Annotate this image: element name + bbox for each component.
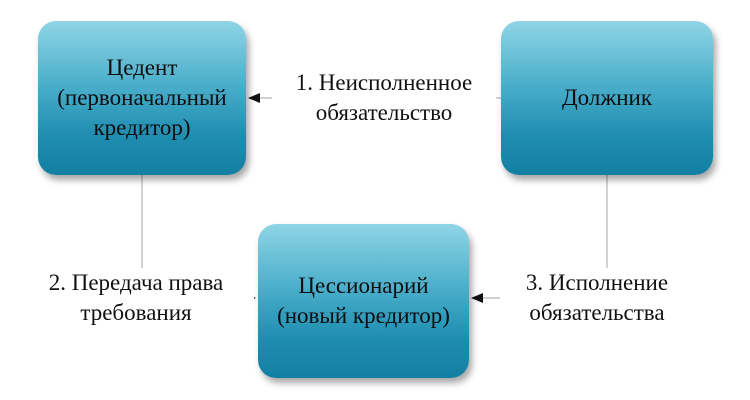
- node-debtor: Должник: [501, 21, 713, 175]
- node-cedent: Цедент (первоначальный кредитор): [38, 21, 246, 175]
- edge-label-transfer-of-claim: 2. Передача права требования: [18, 268, 254, 328]
- node-cessionary: Цессионарий (новый кредитор): [258, 224, 469, 378]
- node-debtor-label: Должник: [561, 85, 653, 110]
- node-cedent-label: Цедент (первоначальный кредитор): [57, 55, 227, 140]
- edge-label-performance-of-obligation: 3. Исполнение обязательства: [500, 268, 694, 328]
- edge-label-unfulfilled-obligation: 1. Неисполненное обязательство: [272, 68, 496, 128]
- node-cessionary-label: Цессионарий (новый кредитор): [277, 273, 450, 328]
